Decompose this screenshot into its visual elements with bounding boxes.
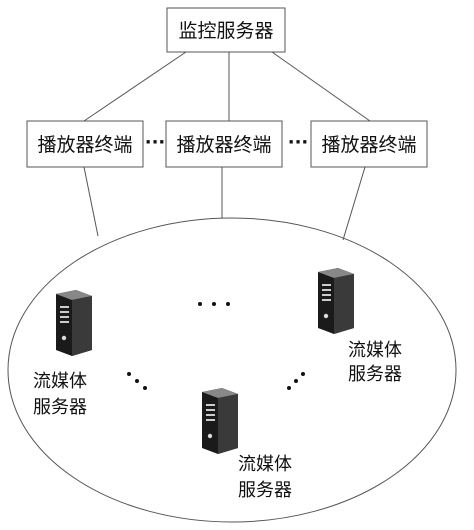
monitor-server-label: 监控服务器 [178,20,273,42]
streaming-server-label-line2: 服务器 [348,364,402,385]
streaming-server-label-line2: 服务器 [238,480,292,501]
server-cluster-ellipse [7,217,457,523]
monitor-server-node: 监控服务器 [166,7,286,53]
player-terminal-label: 播放器终端 [176,134,271,156]
server-tower-icon [318,268,354,334]
streaming-server-label-line1: 流媒体 [33,371,87,392]
edge-monitor-terminal-3 [271,51,371,122]
edge-terminal-1-cluster [83,166,99,237]
terminal-ellipsis-2: ··· [288,132,309,153]
player-terminal-2: 播放器终端 [165,120,283,168]
streaming-server-3: 流媒体 服务器 [202,388,292,501]
streaming-server-label-line1: 流媒体 [348,340,402,361]
player-terminal-1: 播放器终端 [26,120,144,168]
streaming-server-1: 流媒体 服务器 [33,290,92,418]
streaming-server-label-line2: 服务器 [33,397,87,418]
server-ellipsis-top [198,302,230,306]
streaming-server-2: 流媒体 服务器 [318,268,402,385]
streaming-server-label-line1: 流媒体 [238,454,292,475]
server-ellipsis-left [127,372,147,390]
server-tower-icon [56,290,92,356]
server-ellipsis-right [287,372,305,390]
player-terminal-label: 播放器终端 [321,134,416,156]
player-terminal-3: 播放器终端 [310,120,428,168]
terminal-ellipsis-1: ··· [145,132,166,153]
edge-terminal-3-cluster [342,166,366,241]
edge-monitor-terminal-1 [83,51,187,122]
server-tower-icon [202,388,238,454]
player-terminal-label: 播放器终端 [37,134,132,156]
